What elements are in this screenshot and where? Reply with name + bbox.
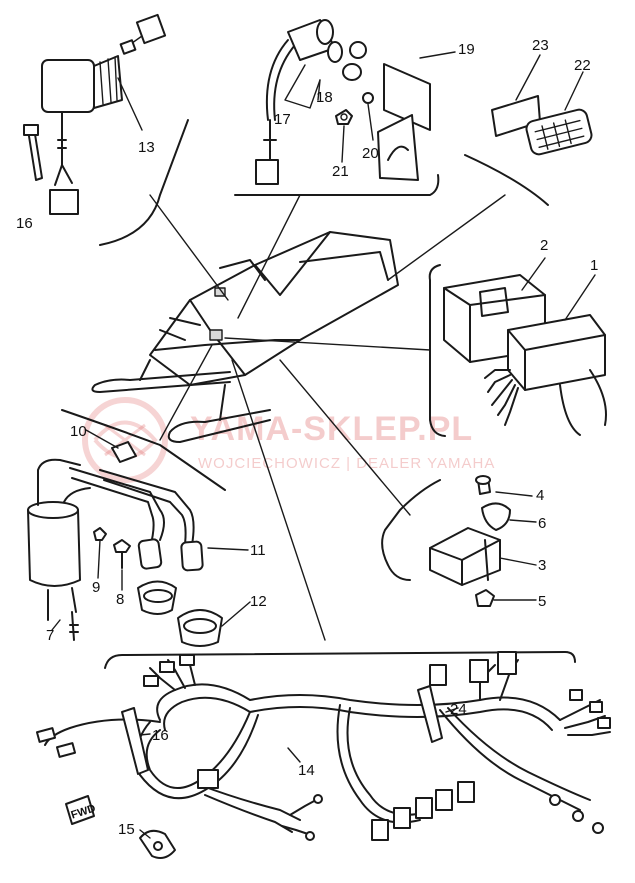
callout-10: 10 <box>70 423 87 440</box>
group-bracket-r <box>428 264 446 437</box>
harness-connector-tl-a <box>143 675 159 687</box>
callout-13: 13 <box>138 139 155 156</box>
left-ski <box>91 371 231 393</box>
light-switch-connector <box>255 159 279 185</box>
callout-1: 1 <box>590 257 598 274</box>
switch-connector-plug <box>135 13 167 45</box>
callout-20: 20 <box>362 145 379 162</box>
washer-20 <box>362 92 374 104</box>
plug-lead-b <box>99 469 195 546</box>
mount-spot-b <box>214 287 226 297</box>
emblem-22 <box>525 108 593 156</box>
harness-branch-c <box>439 709 581 811</box>
watermark-dealer: WOJCIECHOWICZ | DEALER YAMAHA <box>198 455 495 472</box>
callout-22: 22 <box>574 57 591 74</box>
band-24 <box>417 685 443 743</box>
group-bracket-tr <box>464 154 549 206</box>
switch-housing-group: 4 6 3 5 <box>381 475 546 610</box>
switch-cable <box>265 39 289 121</box>
mount-spot-a <box>209 329 223 341</box>
harness-loop <box>145 711 251 789</box>
harness-main-a <box>156 683 561 721</box>
callout-18: 18 <box>316 89 333 106</box>
callout-23: 23 <box>532 37 549 54</box>
callout-11: 11 <box>250 542 266 559</box>
callout-8: 8 <box>116 591 124 608</box>
harness-connector-tr-a <box>469 659 489 683</box>
callout-14: 14 <box>298 762 315 779</box>
lead-clip-10 <box>111 441 137 463</box>
plug-lead-a <box>69 467 165 541</box>
plug-cap-a <box>137 538 163 570</box>
callout-2: 2 <box>540 237 548 254</box>
callout-7: 7 <box>46 627 54 644</box>
callout-6: 6 <box>538 515 546 532</box>
ignition-coil-group: 10 11 12 9 8 7 <box>27 409 267 647</box>
switch-knob-b <box>342 63 362 81</box>
leader-lines <box>149 194 506 641</box>
cable-tie-16 <box>121 707 149 775</box>
callout-19: 19 <box>458 41 475 58</box>
callout-4: 4 <box>536 487 544 504</box>
emblem-group: 23 22 <box>464 37 593 206</box>
washer-9 <box>93 527 107 541</box>
main-switch-group: 13 16 <box>16 13 189 246</box>
harness-connector-mid <box>197 769 219 789</box>
callout-16-tie: 16 <box>152 727 169 744</box>
callout-16-key: 16 <box>16 215 33 232</box>
watermark-logo <box>82 397 168 483</box>
boot-6 <box>481 502 511 531</box>
cdi-unit-group: 2 1 <box>428 237 607 437</box>
group-bracket-tc <box>234 174 440 196</box>
snowmobile-outline <box>91 231 399 443</box>
wire-harness-group: FWD 16 14 24 15 <box>35 651 611 859</box>
group-bracket-rm <box>381 479 441 581</box>
nut-5 <box>475 589 495 607</box>
snowmobile-body <box>149 231 399 386</box>
fwd-tag <box>65 795 95 825</box>
main-switch-body <box>41 59 95 113</box>
switch-housing-3 <box>429 527 501 586</box>
callout-5: 5 <box>538 593 546 610</box>
right-ski <box>167 409 271 443</box>
bolt-8 <box>113 539 131 553</box>
nut-21 <box>335 109 353 125</box>
callout-9: 9 <box>92 579 100 596</box>
group-bracket-lm <box>61 409 226 491</box>
switch-knob-a <box>349 41 367 59</box>
callout-15: 15 <box>118 821 135 838</box>
callout-21: 21 <box>332 163 349 180</box>
callout-12: 12 <box>250 593 267 610</box>
callout-3: 3 <box>538 557 546 574</box>
switch-plate <box>383 63 431 131</box>
light-switch-group: 19 18 17 20 21 <box>234 19 475 196</box>
callout-24: 24 <box>450 701 467 718</box>
group-bracket-tl <box>99 119 189 246</box>
plug-cap-b <box>180 540 204 572</box>
switch-connector <box>49 189 79 215</box>
group-bracket-bottom <box>104 651 576 669</box>
callout-17: 17 <box>274 111 291 128</box>
